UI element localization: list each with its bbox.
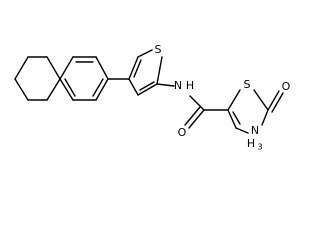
double-bond-inner xyxy=(133,59,142,78)
bond xyxy=(128,78,139,96)
bond xyxy=(156,56,163,85)
aromatic-ring xyxy=(59,56,109,101)
bond xyxy=(188,109,205,129)
bond xyxy=(59,78,74,101)
bond xyxy=(184,106,201,126)
bond xyxy=(95,78,109,101)
bond xyxy=(46,56,61,80)
atom-label-hydrogen: H xyxy=(247,137,255,150)
atom-label-sulfur: S xyxy=(244,78,251,91)
double-bond-inner xyxy=(139,81,155,91)
bond xyxy=(227,109,237,129)
bond xyxy=(156,83,175,87)
atom-label-sulfur: S xyxy=(155,43,162,56)
bond xyxy=(137,83,158,96)
atom-label-subscript: 3 xyxy=(257,143,262,152)
thiophene-ring xyxy=(128,49,163,96)
thiazolone-ring xyxy=(227,89,269,134)
bond xyxy=(267,90,280,111)
bond xyxy=(128,56,139,80)
atom-label-nitrogen: N xyxy=(174,79,182,92)
bond xyxy=(235,127,249,134)
bond xyxy=(137,49,153,58)
bond xyxy=(46,78,61,101)
atom-label-oxygen: O xyxy=(282,80,291,93)
bond xyxy=(261,109,269,126)
saturated-ring xyxy=(14,56,61,101)
atom-label-oxygen: O xyxy=(178,126,187,139)
bond xyxy=(95,56,109,80)
molecule-structure: S N H O S O N H 3 xyxy=(14,43,291,152)
bond xyxy=(253,89,269,111)
bond xyxy=(271,92,284,113)
molecule-canvas: S N H O S O N H 3 xyxy=(14,43,291,152)
double-bond-inner xyxy=(92,78,104,97)
atom-label-nitrogen: N xyxy=(251,124,259,137)
bond xyxy=(189,95,205,111)
bond xyxy=(14,56,29,80)
bond xyxy=(14,78,29,101)
atom-label-hydrogen: H xyxy=(186,79,194,92)
double-bond-inner xyxy=(232,111,241,125)
double-bond-inner xyxy=(64,78,76,97)
bond xyxy=(59,56,74,80)
bond xyxy=(227,89,241,111)
